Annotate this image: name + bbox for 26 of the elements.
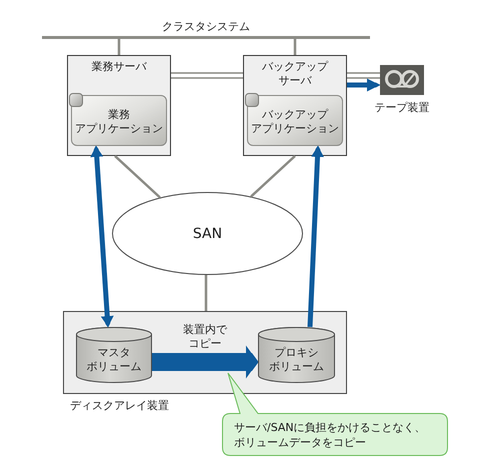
application-box — [247, 95, 343, 146]
volume-label: プロキシボリューム — [268, 346, 325, 374]
server-box — [67, 55, 171, 156]
connection-line — [204, 275, 208, 311]
server-label: 業務サーバ — [92, 60, 146, 74]
system-label: クラスタシステム — [162, 20, 250, 34]
application-box — [71, 95, 167, 146]
double-line — [346, 72, 381, 79]
server-box — [243, 55, 347, 156]
block-arrow — [152, 346, 258, 378]
double-line — [170, 72, 244, 79]
arrow — [90, 146, 114, 328]
callout-text: サーバ/SANに負担をかけることなく、ボリュームデータをコピー — [234, 420, 427, 450]
device-label: テープ装置 — [374, 101, 430, 115]
application-label: バックアップアプリケーション — [250, 108, 340, 136]
arrow — [308, 146, 324, 328]
arrow — [347, 78, 380, 92]
connection-line — [118, 39, 120, 55]
application-label: 業務アプリケーション — [74, 108, 164, 136]
server-label: バックアップサーバ — [261, 60, 330, 88]
connection-line — [250, 155, 296, 198]
network-label: SAN — [192, 224, 222, 242]
connection-line — [114, 155, 161, 198]
connection-line — [294, 39, 296, 55]
device-label: ディスクアレイ装置 — [70, 399, 169, 413]
volume-label: マスタボリューム — [86, 346, 142, 374]
